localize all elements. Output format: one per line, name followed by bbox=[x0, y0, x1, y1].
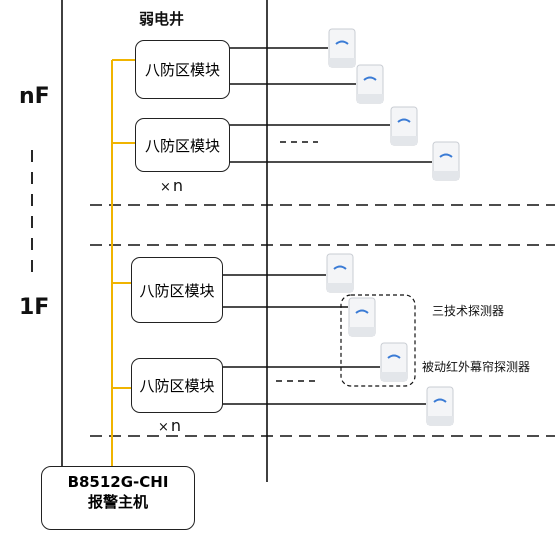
multiplier-lower: ×n bbox=[158, 416, 182, 435]
zone-module-3: 八防区模块 bbox=[131, 257, 223, 323]
floor-label-top: nF bbox=[19, 84, 50, 109]
detector-wires bbox=[222, 47, 432, 405]
zone-module-label: 八防区模块 bbox=[144, 61, 220, 79]
tri-tech-detector-label: 三技术探测器 bbox=[432, 304, 505, 318]
motion-detector-icon bbox=[390, 106, 418, 146]
zone-module-2: 八防区模块 bbox=[135, 118, 230, 172]
zone-module-label: 八防区模块 bbox=[144, 136, 220, 155]
motion-detector-icon bbox=[326, 253, 354, 293]
zone-module-1: 八防区模块 bbox=[135, 40, 230, 99]
motion-detector-icon bbox=[328, 28, 356, 68]
zone-module-label: 八防区模块 bbox=[139, 281, 215, 300]
curtain-detector-icon bbox=[380, 342, 408, 382]
floor-label-bottom: 1F bbox=[19, 295, 50, 320]
alarm-host-model: B8512G-CHI bbox=[67, 473, 169, 491]
alarm-bus bbox=[111, 59, 135, 470]
zone-module-label: 八防区模块 bbox=[139, 377, 215, 395]
motion-detector-icon bbox=[356, 64, 384, 104]
zone-module-4: 八防区模块 bbox=[131, 358, 223, 413]
motion-detector-icon bbox=[426, 386, 454, 426]
alarm-host-name: 报警主机 bbox=[87, 493, 148, 511]
tri-tech-detector-icon bbox=[348, 297, 376, 337]
curtain-detector-label: 被动红外幕帘探测器 bbox=[422, 360, 531, 374]
multiplier-upper: ×n bbox=[160, 176, 184, 195]
alarm-host: B8512G-CHI 报警主机 bbox=[41, 466, 195, 530]
shaft-label: 弱电井 bbox=[139, 10, 185, 28]
detector-group-box bbox=[340, 294, 416, 387]
motion-detector-icon bbox=[432, 141, 460, 181]
